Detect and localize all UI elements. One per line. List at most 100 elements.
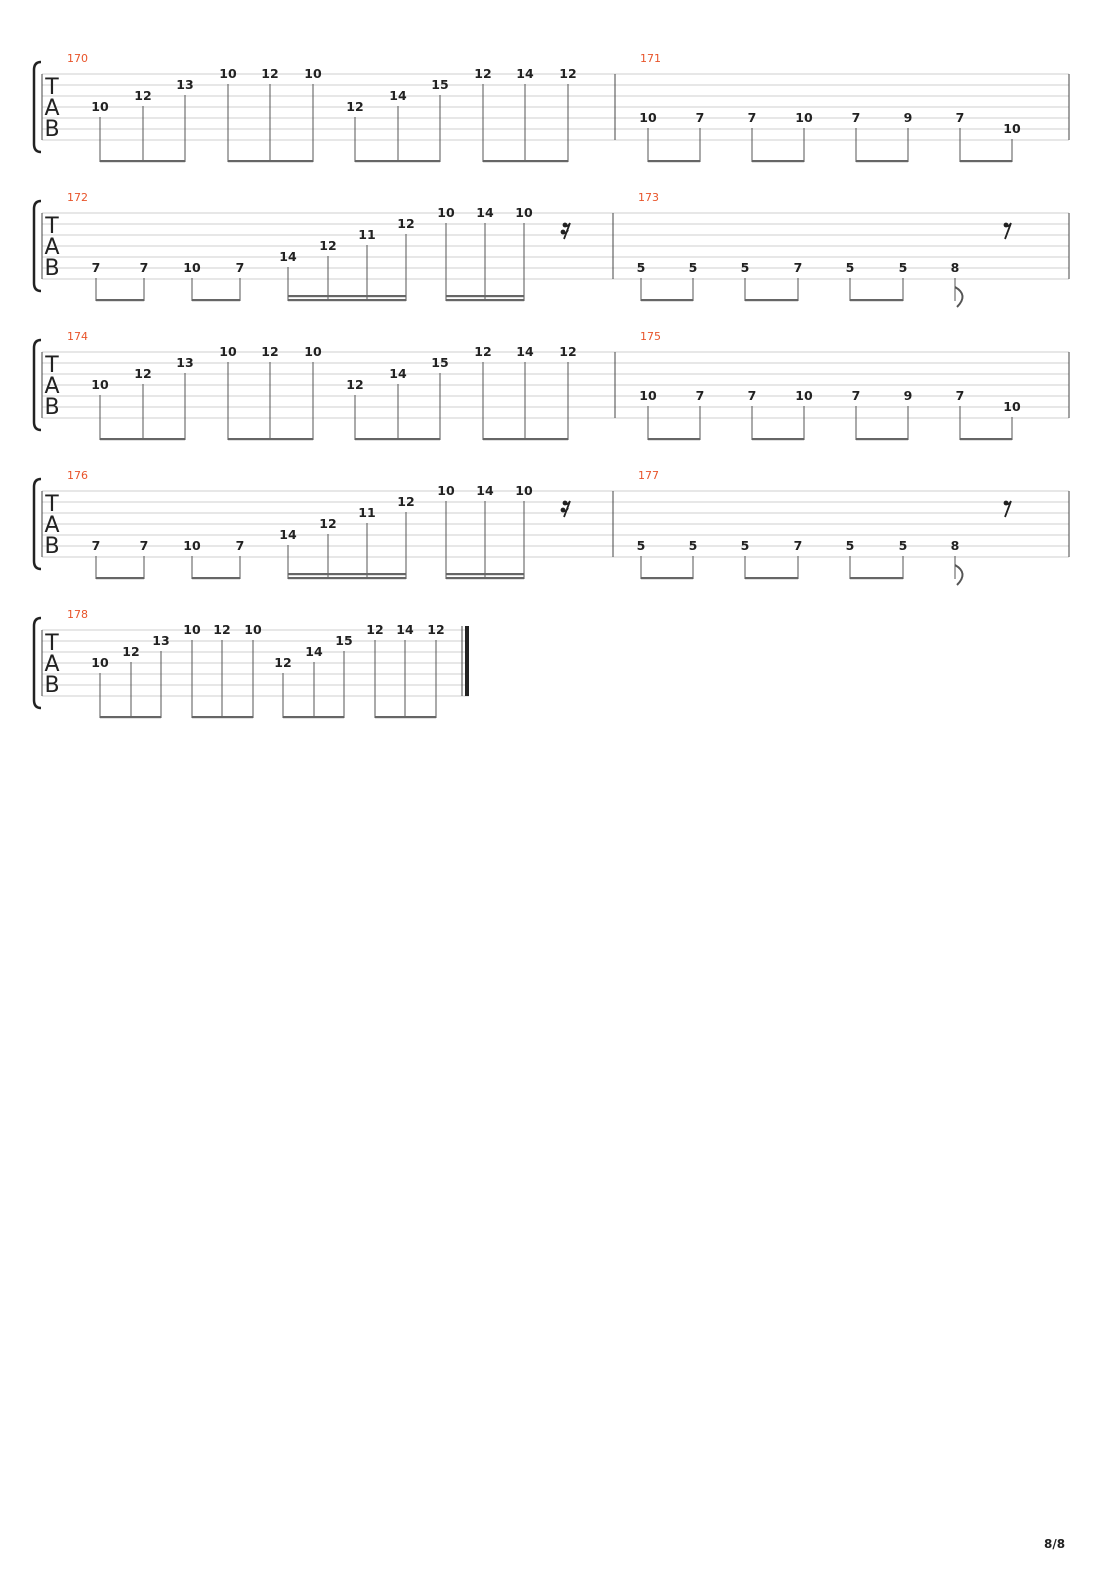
fret-number: 12 [134, 366, 151, 381]
fret-number: 12 [474, 344, 491, 359]
beam [745, 577, 798, 580]
tab-clef-letter: B [44, 395, 59, 420]
tab-clef-letter: B [44, 256, 59, 281]
measure-number: 175 [640, 330, 661, 343]
fret-number: 14 [389, 88, 407, 103]
fret-number: 7 [852, 110, 861, 125]
tab-clef-letter: B [44, 117, 59, 142]
fret-number: 5 [689, 260, 698, 275]
fret-number: 14 [279, 527, 297, 542]
system-bracket [32, 338, 42, 432]
fret-number: 5 [846, 538, 855, 553]
measure-number: 170 [67, 52, 88, 65]
fret-number: 10 [304, 344, 322, 359]
beam [856, 160, 908, 163]
fret-number: 10 [437, 205, 455, 220]
fret-number: 12 [261, 66, 278, 81]
rest-stroke [563, 222, 571, 240]
rest-stroke [562, 507, 569, 513]
fret-number: 7 [956, 110, 965, 125]
fret-number: 13 [152, 633, 169, 648]
fret-number: 14 [476, 483, 494, 498]
fret-number: 12 [346, 99, 363, 114]
system-bracket [32, 199, 42, 293]
tab-clef-letter: A [44, 96, 59, 121]
fret-number: 7 [748, 110, 757, 125]
measure-number: 177 [638, 469, 659, 482]
fret-number: 5 [637, 538, 646, 553]
fret-number: 12 [274, 655, 291, 670]
beam [483, 160, 568, 163]
beam [192, 299, 240, 302]
measure-number: 172 [67, 191, 88, 204]
final-barline [465, 626, 469, 696]
beam [100, 716, 161, 719]
fret-number: 11 [358, 227, 375, 242]
beam [745, 299, 798, 302]
beam [752, 438, 804, 441]
fret-number: 7 [852, 388, 861, 403]
beam [648, 438, 700, 441]
fret-number: 9 [904, 110, 913, 125]
fret-number: 10 [91, 99, 109, 114]
fret-number: 15 [431, 77, 448, 92]
measure-number: 178 [67, 608, 88, 621]
fret-number: 10 [183, 260, 201, 275]
beam [288, 295, 406, 298]
fret-number: 14 [279, 249, 297, 264]
beam [96, 299, 144, 302]
beam [960, 160, 1012, 163]
fret-number: 10 [515, 483, 533, 498]
fret-number: 14 [476, 205, 494, 220]
rest-stroke [563, 500, 571, 518]
fret-number: 14 [516, 344, 534, 359]
fret-number: 8 [951, 538, 960, 553]
fret-number: 10 [219, 66, 237, 81]
fret-number: 12 [397, 494, 414, 509]
fret-number: 7 [748, 388, 757, 403]
tab-clef-letter: T [44, 75, 59, 100]
fret-number: 12 [397, 216, 414, 231]
fret-number: 15 [431, 355, 448, 370]
fret-number: 7 [140, 538, 149, 553]
fret-number: 7 [956, 388, 965, 403]
fret-number: 10 [183, 538, 201, 553]
fret-number: 10 [244, 622, 262, 637]
fret-number: 10 [515, 205, 533, 220]
beam [850, 299, 903, 302]
beam [283, 716, 344, 719]
fret-number: 10 [183, 622, 201, 637]
rest-stroke [1004, 500, 1012, 518]
fret-number: 5 [637, 260, 646, 275]
fret-number: 15 [335, 633, 352, 648]
beam [641, 299, 693, 302]
tab-clef-letter: A [44, 513, 59, 538]
fret-number: 7 [92, 538, 101, 553]
measure-number: 171 [640, 52, 661, 65]
fret-number: 5 [846, 260, 855, 275]
fret-number: 13 [176, 355, 193, 370]
fret-number: 10 [1003, 399, 1021, 414]
fret-number: 14 [389, 366, 407, 381]
beam [288, 299, 406, 302]
fret-number: 7 [236, 260, 245, 275]
fret-number: 5 [741, 260, 750, 275]
fret-number: 10 [437, 483, 455, 498]
beam [850, 577, 903, 580]
beam [446, 299, 524, 302]
fret-number: 12 [366, 622, 383, 637]
fret-number: 10 [795, 110, 813, 125]
fret-number: 5 [689, 538, 698, 553]
fret-number: 5 [899, 538, 908, 553]
tab-clef-letter: B [44, 534, 59, 559]
fret-number: 12 [346, 377, 363, 392]
fret-number: 12 [319, 516, 336, 531]
fret-number: 14 [396, 622, 414, 637]
fret-number: 12 [122, 644, 139, 659]
rest-stroke [1004, 222, 1012, 240]
beam [856, 438, 908, 441]
beam [288, 577, 406, 580]
fret-number: 12 [134, 88, 151, 103]
fret-number: 10 [91, 655, 109, 670]
fret-number: 9 [904, 388, 913, 403]
